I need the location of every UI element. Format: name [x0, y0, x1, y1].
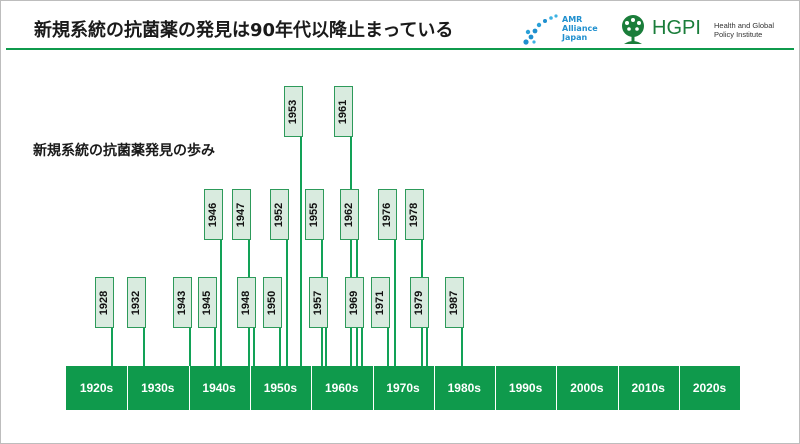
- discovery-year-label: 1976: [381, 202, 393, 227]
- hgpi-logo-line2: Policy Institute: [714, 30, 763, 39]
- hgpi-logo-line1: Health and Global: [714, 21, 775, 30]
- discovery-stem: [142, 328, 145, 366]
- discovery-flag: 1943: [172, 277, 192, 328]
- discovery-year-label: 1947: [235, 202, 247, 227]
- discovery-stem: [285, 240, 288, 366]
- hgpi-wordmark: HGPI: [652, 17, 701, 39]
- discovery-flag: 1979: [409, 277, 429, 328]
- discovery-stem: [393, 240, 396, 366]
- discovery-flag: 1987: [444, 277, 464, 328]
- amr-logo-line1: AMR: [562, 15, 583, 24]
- discovery-flag: 1946: [203, 189, 223, 240]
- decade-separator: [311, 366, 313, 410]
- decade-label-1930s: 1930s: [141, 381, 175, 395]
- title-divider: [6, 48, 794, 50]
- decade-label-2020s: 2020s: [692, 381, 727, 395]
- discovery-flag: 1948: [236, 277, 256, 328]
- discovery-flag: 1947: [231, 189, 251, 240]
- decade-label-1960s: 1960s: [325, 381, 359, 395]
- discovery-year-label: 1946: [207, 202, 219, 227]
- discovery-stem: [360, 328, 363, 366]
- decade-separator: [556, 366, 558, 410]
- discovery-flag: 1971: [370, 277, 390, 328]
- discovery-year-label: 1955: [308, 202, 320, 227]
- amr-alliance-logo: AMR Alliance Japan: [522, 12, 612, 46]
- discovery-stem: [349, 137, 352, 366]
- decade-label-2000s: 2000s: [570, 381, 604, 395]
- discovery-year-label: 1957: [312, 290, 324, 315]
- discovery-flag: 1928: [94, 277, 114, 328]
- decade-separator: [127, 366, 129, 410]
- discovery-stem: [219, 240, 222, 366]
- decade-label-2010s: 2010s: [631, 381, 665, 395]
- decade-axis: 1920s 1930s 1940s 1950s 1960s 1970s 1980s 1990s…: [66, 366, 740, 410]
- discovery-year-label: 1932: [130, 290, 142, 315]
- discovery-flag: 1932: [126, 277, 146, 328]
- timeline-subtitle: 新規系統の抗菌薬発見の歩み: [33, 143, 215, 159]
- decade-label-1970s: 1970s: [386, 381, 420, 395]
- discovery-flag: 1950: [262, 277, 282, 328]
- discovery-stem: [386, 328, 389, 366]
- decade-separator: [188, 366, 190, 410]
- amr-logo-line3: Japan: [562, 33, 588, 42]
- discovery-year-label: 1945: [201, 290, 213, 315]
- discovery-stem: [324, 328, 327, 366]
- decade-separator: [249, 366, 251, 410]
- discovery-year-label: 1948: [240, 290, 252, 315]
- discovery-stem: [188, 328, 191, 366]
- discovery-year-label: 1952: [273, 202, 285, 227]
- discovery-flag: 1961: [333, 86, 353, 137]
- discovery-stem: [460, 328, 463, 366]
- amr-dots-icon: [523, 14, 558, 45]
- discovery-flag: 1976: [377, 189, 397, 240]
- discovery-year-label: 1953: [287, 99, 299, 124]
- amr-logo-line2: Alliance: [562, 24, 598, 33]
- decade-label-1920s: 1920s: [79, 381, 114, 395]
- slide-title: 新規系統の抗菌薬の発見は90年代以降止まっている: [34, 20, 454, 41]
- discovery-stem: [278, 328, 281, 366]
- discovery-year-label: 1961: [337, 99, 349, 124]
- discovery-stem: [299, 137, 302, 366]
- discovery-flag: 1955: [304, 189, 324, 240]
- discovery-flag: 1952: [269, 189, 289, 240]
- decade-separator: [495, 366, 497, 410]
- decade-label-1940s: 1940s: [202, 381, 236, 395]
- decade-label-1980s: 1980s: [447, 381, 481, 395]
- hgpi-logo: HGPI Health and Global Policy Institute: [618, 12, 796, 46]
- decade-label-1990s: 1990s: [508, 381, 543, 395]
- discovery-flag: 1962: [339, 189, 359, 240]
- discovery-year-label: 1928: [98, 290, 110, 315]
- discovery-year-label: 1978: [408, 202, 420, 227]
- discovery-stem: [213, 328, 216, 366]
- discovery-flag: 1969: [344, 277, 364, 328]
- discovery-flag: 1957: [308, 277, 328, 328]
- discovery-flag: 1953: [283, 86, 303, 137]
- discovery-year-label: 1962: [343, 202, 355, 227]
- decade-separator: [433, 366, 435, 410]
- decade-separator: [372, 366, 374, 410]
- discovery-stem: [252, 328, 255, 366]
- discovery-year-label: 1969: [348, 290, 360, 315]
- discovery-year-label: 1950: [266, 290, 278, 315]
- discovery-flag: 1945: [197, 277, 217, 328]
- discovery-year-label: 1979: [413, 290, 425, 315]
- decade-separator: [617, 366, 619, 410]
- decade-label-1950s: 1950s: [263, 381, 298, 395]
- discovery-flag: 1978: [404, 189, 424, 240]
- discovery-stem: [110, 328, 113, 366]
- discovery-year-label: 1987: [448, 290, 460, 315]
- discovery-stem: [425, 328, 428, 366]
- discovery-year-label: 1943: [176, 290, 188, 315]
- decade-separator: [679, 366, 680, 410]
- tree-icon: [622, 15, 644, 44]
- discovery-year-label: 1971: [374, 290, 386, 315]
